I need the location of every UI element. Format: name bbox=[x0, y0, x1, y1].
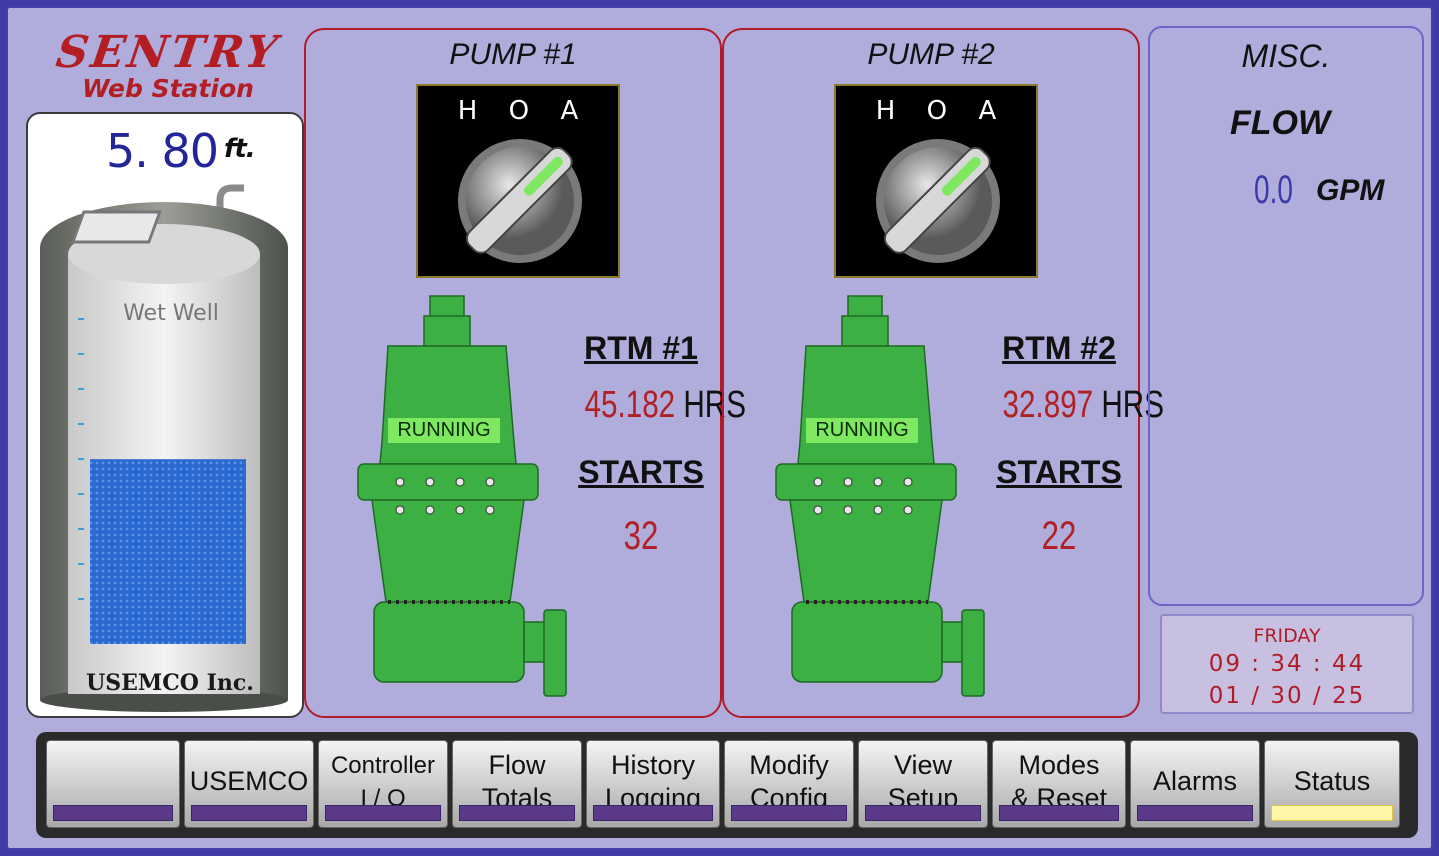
button-indicator bbox=[593, 805, 713, 821]
well-level-unit: ft. bbox=[224, 134, 256, 164]
button-label-line-1: Flow bbox=[488, 750, 546, 780]
pump-1-title: PUMP #1 bbox=[449, 38, 577, 71]
pump-1-graphic bbox=[357, 295, 567, 697]
button-indicator bbox=[191, 805, 307, 821]
pump-2-starts-label: STARTS bbox=[996, 454, 1122, 490]
pump-1-starts-value: 32 bbox=[623, 514, 659, 558]
pump-1-rtm-unit: HRS bbox=[683, 384, 746, 426]
button-indicator bbox=[1137, 805, 1253, 821]
pump-2-title: PUMP #2 bbox=[867, 38, 995, 71]
maker-label: USEMCO Inc. bbox=[86, 670, 254, 696]
hoa-auto-label: A bbox=[978, 96, 997, 126]
pump-1-hoa-switch[interactable]: H O A bbox=[416, 84, 620, 278]
pump-1-rtm-label: RTM #1 bbox=[584, 330, 698, 366]
usemco-button[interactable]: USEMCO bbox=[184, 740, 314, 828]
day-of-week: FRIDAY bbox=[1253, 625, 1321, 647]
selector-knob-icon bbox=[876, 139, 1000, 263]
pump-1-hoa-labels: H O A bbox=[418, 96, 618, 126]
button-indicator-active bbox=[1271, 805, 1393, 821]
pump-1-rtm-value: 45.182 bbox=[584, 384, 676, 426]
button-label-line-1: Controller bbox=[330, 752, 436, 779]
button-indicator bbox=[999, 805, 1119, 821]
modes-reset-button[interactable]: Modes& Reset bbox=[992, 740, 1126, 828]
pump-1-status: RUNNING bbox=[388, 418, 500, 443]
logo-name: SENTRY bbox=[53, 27, 284, 78]
button-label: USEMCO bbox=[189, 766, 309, 796]
hoa-off-label: O bbox=[508, 96, 530, 126]
pump-2-rtm-label: RTM #2 bbox=[1002, 330, 1116, 366]
pump-2-hoa-labels: H O A bbox=[836, 96, 1036, 126]
clock-date: 01 / 30 / 25 bbox=[1208, 683, 1366, 709]
blank-button[interactable] bbox=[46, 740, 180, 828]
clock-time: 09 : 34 : 44 bbox=[1208, 651, 1366, 677]
pump-2-rtm-readout: 32.897 HRS bbox=[1002, 384, 1164, 427]
hoa-hand-label: H bbox=[875, 96, 896, 126]
sentry-logo: SENTRY Web Station bbox=[48, 27, 288, 108]
hoa-auto-label: A bbox=[560, 96, 579, 126]
button-label: Status bbox=[1293, 766, 1371, 796]
button-indicator bbox=[865, 805, 981, 821]
wet-well-label: Wet Well bbox=[123, 301, 219, 326]
flow-value: 0.0 bbox=[1254, 168, 1293, 212]
button-label-line-1: History bbox=[610, 750, 695, 780]
pump-2-starts-value: 22 bbox=[1041, 514, 1077, 558]
hatch-icon bbox=[70, 210, 162, 244]
alarms-button[interactable]: Alarms bbox=[1130, 740, 1260, 828]
pump-2-rtm-unit: HRS bbox=[1101, 384, 1164, 426]
pump-2-graphic bbox=[775, 295, 985, 697]
button-indicator bbox=[459, 805, 575, 821]
button-indicator bbox=[325, 805, 441, 821]
button-label-line-1: View bbox=[893, 750, 953, 780]
pump-1-starts-label: STARTS bbox=[578, 454, 704, 490]
logo-subtitle: Web Station bbox=[82, 74, 254, 103]
pump-2-hoa-switch[interactable]: H O A bbox=[834, 84, 1038, 278]
selector-knob-icon bbox=[458, 139, 582, 263]
button-indicator bbox=[731, 805, 847, 821]
pump-2-panel: PUMP #2 H O A bbox=[722, 28, 1164, 718]
hoa-hand-label: H bbox=[457, 96, 478, 126]
water-level-fill bbox=[90, 459, 246, 644]
status-button[interactable]: Status bbox=[1264, 740, 1400, 828]
button-indicator bbox=[53, 805, 173, 821]
wet-well-graphic: Wet Well USEMCO Inc. bbox=[40, 184, 288, 712]
misc-panel: MISC. FLOW 0.0 GPM bbox=[1148, 26, 1424, 606]
well-level-value: 5. 80 bbox=[106, 124, 219, 178]
misc-title: MISC. bbox=[1241, 38, 1331, 74]
button-label-line-1: Modify bbox=[749, 750, 829, 780]
pump-2-rtm-value: 32.897 bbox=[1002, 384, 1094, 426]
button-label-line-1: Modes bbox=[1018, 750, 1100, 780]
hoa-off-label: O bbox=[926, 96, 948, 126]
button-label: Alarms bbox=[1152, 766, 1237, 796]
pump-1-rtm-readout: 45.182 HRS bbox=[584, 384, 746, 427]
vent-pipe-icon bbox=[216, 184, 244, 224]
flow-unit: GPM bbox=[1316, 174, 1385, 207]
pump-2-status: RUNNING bbox=[806, 418, 918, 443]
date-time-display: FRIDAY 09 : 34 : 44 01 / 30 / 25 bbox=[1160, 614, 1414, 714]
pump-1-panel: PUMP #1 H O A bbox=[304, 28, 746, 718]
flow-label: FLOW bbox=[1230, 104, 1331, 142]
